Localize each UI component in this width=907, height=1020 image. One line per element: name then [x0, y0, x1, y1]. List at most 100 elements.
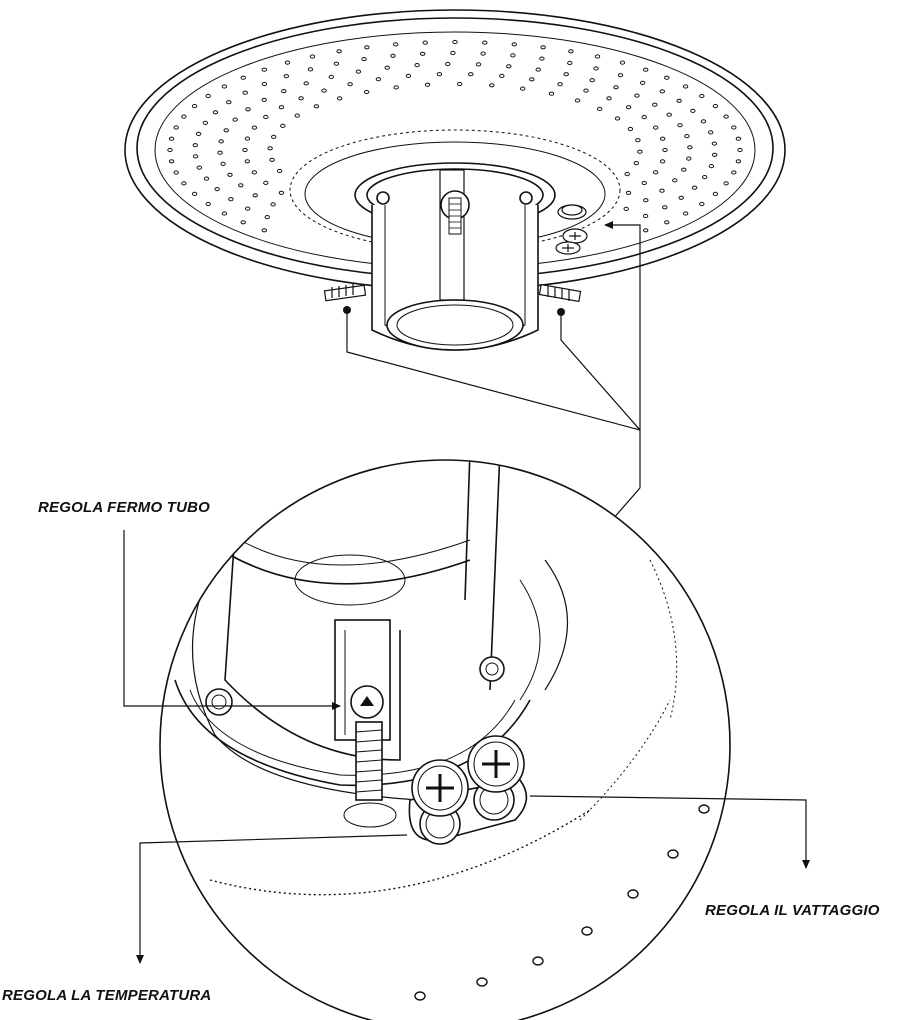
perforation-hole — [251, 170, 258, 175]
perforation-hole — [168, 136, 175, 141]
perforation-hole — [173, 125, 179, 130]
perforation-hole — [195, 131, 202, 136]
perforation-hole — [691, 185, 698, 190]
perforation-hole — [283, 74, 289, 79]
perforation-hole — [699, 93, 705, 99]
perforation-hole — [181, 114, 187, 119]
perforation-hole — [226, 100, 232, 105]
perforation-hole — [619, 60, 626, 65]
label-regola-vattaggio: REGOLA IL VATTAGGIO — [705, 902, 880, 919]
perforation-hole — [623, 206, 629, 211]
perforation-hole — [480, 51, 486, 56]
perforation-hole — [422, 40, 428, 45]
perforation-hole — [659, 159, 666, 164]
perforation-hole — [436, 72, 443, 77]
perforation-hole — [529, 77, 535, 82]
perforation-hole — [242, 147, 248, 153]
perforation-hole — [168, 159, 175, 164]
perforation-hole — [298, 96, 304, 101]
perforation-hole — [633, 161, 639, 166]
perforation-hole — [263, 114, 269, 120]
perforation-hole — [643, 198, 649, 203]
perforation-hole — [568, 49, 574, 54]
leader-lines — [346, 221, 641, 521]
perforation-hole — [214, 187, 220, 192]
perforation-hole — [475, 62, 482, 67]
perforation-hole — [642, 213, 649, 219]
perforation-hole — [708, 164, 715, 169]
tube-socket — [354, 162, 556, 351]
perforation-hole — [405, 73, 412, 79]
perforation-hole — [557, 82, 563, 87]
perforation-hole — [191, 104, 198, 109]
perforation-hole — [731, 125, 737, 130]
perforation-hole — [424, 82, 431, 87]
perforation-hole — [276, 168, 283, 174]
perforation-hole — [202, 120, 209, 126]
perforation-hole — [227, 172, 233, 177]
perforation-hole — [594, 54, 601, 59]
perforation-hole — [261, 81, 268, 87]
perforation-hole — [468, 72, 474, 77]
perforation-hole — [375, 77, 382, 82]
perforation-hole — [252, 193, 258, 198]
dish-perforations — [167, 39, 743, 233]
perforation-hole — [167, 147, 173, 153]
perforation-hole — [702, 175, 708, 180]
perforation-hole — [677, 123, 683, 128]
perforation-hole — [617, 73, 624, 78]
perforation-hole — [303, 81, 309, 86]
perforation-hole — [643, 67, 649, 72]
perforation-hole — [625, 105, 632, 110]
perforation-hole — [181, 181, 187, 186]
perforation-hole — [245, 107, 251, 112]
perforation-hole — [284, 60, 291, 65]
perforation-hole — [363, 89, 370, 95]
perforation-hole — [261, 97, 267, 102]
perforation-hole — [712, 152, 718, 157]
perforation-hole — [640, 80, 646, 86]
perforation-hole — [662, 205, 668, 210]
perforation-hole — [393, 85, 399, 90]
perforation-hole — [333, 61, 340, 66]
perforation-hole — [355, 69, 362, 74]
perforation-hole — [520, 86, 526, 91]
label-regola-temperatura: REGOLA LA TEMPERATURA — [2, 987, 212, 1004]
perforation-hole — [240, 220, 246, 225]
perforation-hole — [203, 176, 210, 181]
perforation-hole — [664, 75, 670, 80]
perforation-hole — [328, 74, 334, 80]
perforation-hole — [676, 98, 682, 103]
perforation-hole — [731, 170, 737, 175]
perforation-hole — [270, 202, 276, 207]
perforation-hole — [280, 123, 286, 129]
bolt-marker-right — [557, 308, 565, 316]
perforation-hole — [723, 114, 729, 119]
perforation-hole — [321, 88, 327, 93]
perforation-hole — [217, 150, 223, 155]
perforation-hole — [244, 159, 251, 164]
perforation-hole — [196, 165, 203, 170]
perforation-hole — [634, 93, 640, 98]
perforation-hole — [672, 178, 678, 183]
perforation-hole — [712, 191, 719, 196]
perforation-hole — [452, 39, 458, 45]
perforation-hole — [652, 170, 659, 175]
perforation-hole — [737, 147, 743, 153]
perforation-hole — [173, 170, 179, 175]
perforation-hole — [662, 147, 668, 153]
perforation-hole — [192, 154, 199, 159]
perforation-hole — [450, 50, 456, 56]
perforation-hole — [336, 49, 342, 54]
perforation-hole — [711, 141, 718, 146]
perforation-hole — [218, 139, 224, 144]
perforation-hole — [687, 145, 693, 150]
perforation-hole — [563, 72, 569, 77]
perforation-hole — [613, 85, 619, 90]
perforation-hole — [666, 112, 672, 117]
perforation-hole — [510, 53, 516, 58]
perforation-hole — [192, 143, 199, 148]
perforation-hole — [393, 42, 399, 47]
perforation-hole — [489, 83, 495, 88]
perforation-hole — [682, 211, 689, 216]
